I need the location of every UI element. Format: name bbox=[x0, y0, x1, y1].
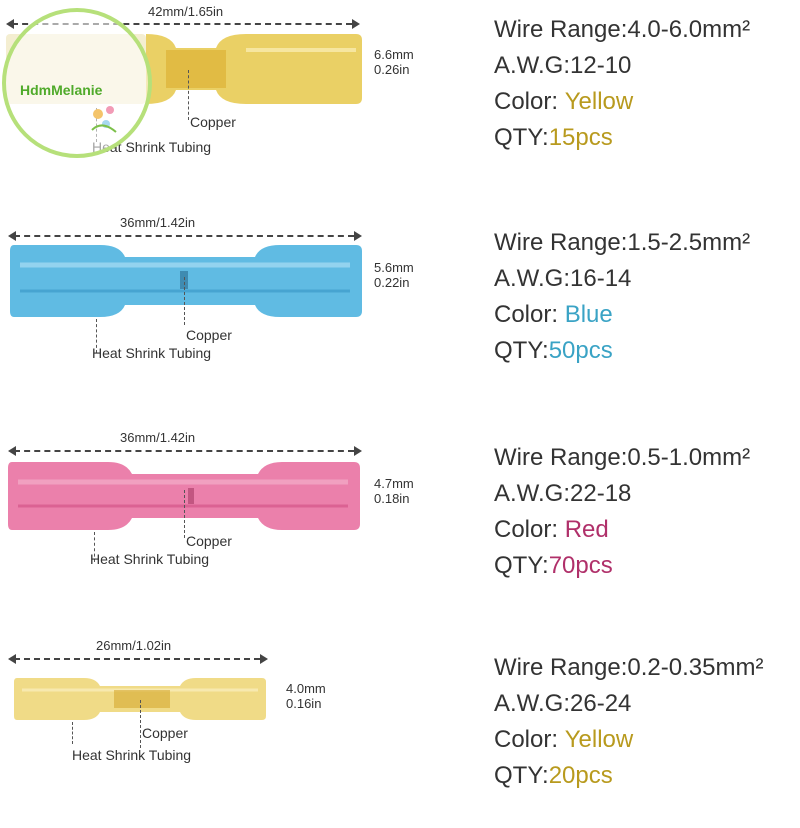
tubing-leader-line bbox=[94, 532, 95, 562]
copper-leader-line bbox=[184, 277, 185, 325]
qty-line: QTY:50pcs bbox=[494, 337, 613, 364]
diameter-label: 5.6mm 0.22in bbox=[374, 260, 414, 290]
length-dimension-line bbox=[14, 658, 260, 660]
arrow-left-icon bbox=[8, 446, 16, 456]
product-row-2: 36mm/1.42in 5.6mm 0.22in Copper Heat Shr… bbox=[0, 213, 800, 413]
product-row-3: 36mm/1.42in 4.7mm 0.18in Copper Heat Shr… bbox=[0, 426, 800, 626]
awg-line: A.W.G:16-14 bbox=[494, 265, 632, 292]
length-dimension-line bbox=[12, 23, 352, 25]
copper-leader-line bbox=[140, 700, 141, 748]
arrow-left-icon bbox=[8, 654, 16, 664]
color-line: Color: Red bbox=[494, 516, 609, 543]
diameter-in: 0.26in bbox=[374, 62, 410, 77]
copper-label: Copper bbox=[190, 114, 236, 130]
length-label: 26mm/1.02in bbox=[96, 638, 172, 653]
product-row-4: 26mm/1.02in 4.0mm 0.16in Copper Heat Shr… bbox=[0, 628, 800, 828]
copper-label: Copper bbox=[142, 725, 188, 741]
copper-label: Copper bbox=[186, 327, 232, 343]
arrow-right-icon bbox=[352, 19, 360, 29]
arrow-right-icon bbox=[260, 654, 268, 664]
specs: Wire Range:1.5-2.5mm² A.W.G:16-14 Color:… bbox=[494, 225, 750, 369]
wire-range-line: Wire Range:1.5-2.5mm² bbox=[494, 229, 751, 256]
watermark-text: HdmMelanie bbox=[20, 82, 103, 98]
copper-leader-line bbox=[188, 70, 189, 120]
diameter-mm: 5.6mm bbox=[374, 260, 414, 275]
qty-line: QTY:15pcs bbox=[494, 124, 613, 151]
color-line: Color: Yellow bbox=[494, 88, 634, 115]
qty-line: QTY:70pcs bbox=[494, 552, 613, 579]
awg-line: A.W.G:22-18 bbox=[494, 480, 632, 507]
length-label: 36mm/1.42in bbox=[120, 215, 196, 230]
specs: Wire Range:0.5-1.0mm² A.W.G:22-18 Color:… bbox=[494, 440, 750, 584]
qty-line: QTY:20pcs bbox=[494, 762, 613, 789]
awg-line: A.W.G:26-24 bbox=[494, 690, 632, 717]
diameter-label: 6.6mm 0.26in bbox=[374, 47, 414, 77]
copper-label: Copper bbox=[186, 533, 232, 549]
watermark-logo: HdmMelanie bbox=[2, 8, 152, 158]
length-dimension-line bbox=[14, 235, 354, 237]
specs: Wire Range:0.2-0.35mm² A.W.G:26-24 Color… bbox=[494, 650, 763, 794]
diameter-label: 4.7mm 0.18in bbox=[374, 476, 414, 506]
diameter-in: 0.18in bbox=[374, 491, 410, 506]
wire-range-line: Wire Range:0.2-0.35mm² bbox=[494, 654, 764, 681]
tubing-leader-line bbox=[96, 319, 97, 353]
diameter-mm: 6.6mm bbox=[374, 47, 414, 62]
blue-connector-tube bbox=[10, 245, 362, 317]
length-label: 42mm/1.65in bbox=[148, 4, 224, 19]
tubing-leader-line bbox=[72, 722, 73, 744]
flower-icon bbox=[91, 106, 117, 133]
arrow-left-icon bbox=[6, 19, 14, 29]
small-yellow-connector-tube bbox=[14, 678, 266, 720]
tubing-label: Heat Shrink Tubing bbox=[90, 551, 210, 567]
copper-leader-line bbox=[184, 490, 185, 538]
arrow-right-icon bbox=[354, 231, 362, 241]
tubing-label: Heat Shrink Tubing bbox=[92, 345, 212, 361]
length-label: 36mm/1.42in bbox=[120, 430, 196, 445]
diameter-mm: 4.0mm bbox=[286, 681, 326, 696]
arrow-left-icon bbox=[8, 231, 16, 241]
diameter-label: 4.0mm 0.16in bbox=[286, 681, 326, 711]
diameter-in: 0.16in bbox=[286, 696, 322, 711]
wire-range-line: Wire Range:0.5-1.0mm² bbox=[494, 444, 751, 471]
tubing-label: Heat Shrink Tubing bbox=[72, 747, 192, 763]
diameter-in: 0.22in bbox=[374, 275, 410, 290]
color-line: Color: Yellow bbox=[494, 726, 634, 753]
length-dimension-line bbox=[14, 450, 354, 452]
specs: Wire Range:4.0-6.0mm² A.W.G:12-10 Color:… bbox=[494, 12, 750, 156]
diameter-mm: 4.7mm bbox=[374, 476, 414, 491]
product-row-1: 42mm/1.65in 6.6mm 0.26in Copper Heat Shr… bbox=[0, 0, 800, 200]
arrow-right-icon bbox=[354, 446, 362, 456]
color-line: Color: Blue bbox=[494, 301, 613, 328]
wire-range-line: Wire Range:4.0-6.0mm² bbox=[494, 16, 751, 43]
awg-line: A.W.G:12-10 bbox=[494, 52, 632, 79]
